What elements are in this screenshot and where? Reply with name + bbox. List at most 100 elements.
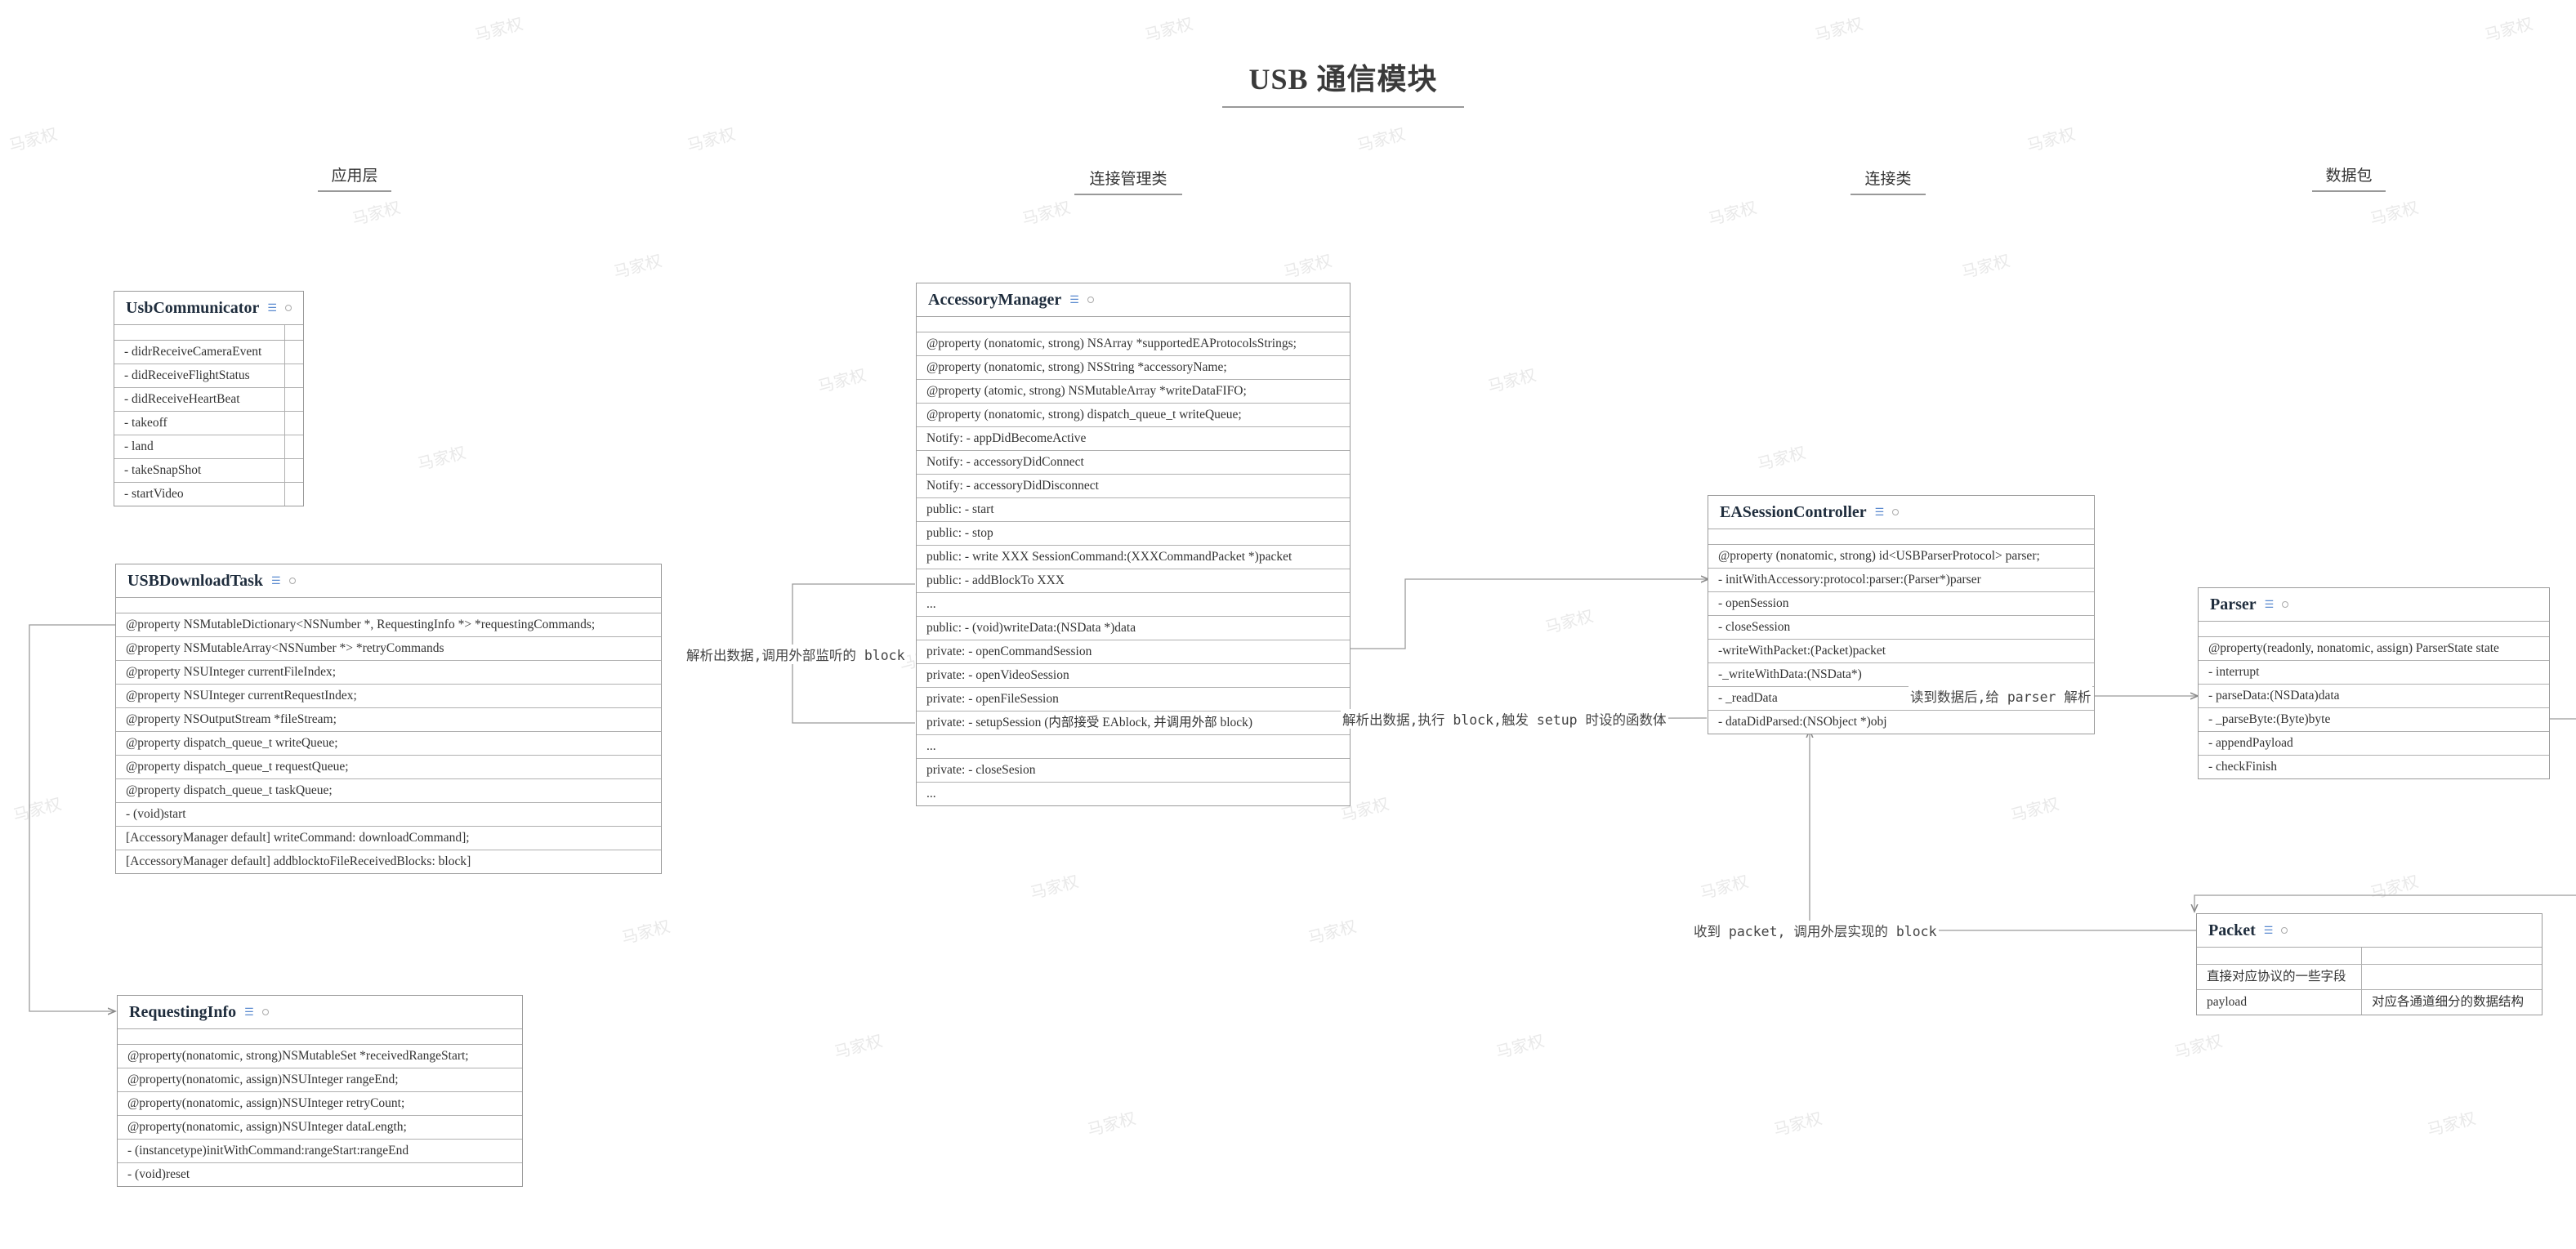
class-member: @property NSUInteger currentRequestIndex… (116, 685, 661, 708)
class-member: Notify: - appDidBecomeActive (917, 427, 1350, 451)
watermark: 马家权 (611, 250, 664, 283)
class-member: - (instancetype)initWithCommand:rangeSta… (118, 1140, 522, 1163)
list-icon: ☰ (1874, 506, 1885, 518)
class-attributes-section (1708, 529, 2094, 545)
class-name: Packet (2208, 921, 2256, 939)
class-header: RequestingInfo ☰ (118, 996, 522, 1029)
accessory-manager-class[interactable]: AccessoryManager ☰ @property (nonatomic,… (916, 283, 1351, 806)
class-member: - checkFinish (2208, 760, 2277, 774)
class-attributes-section (118, 1029, 522, 1045)
class-member: - (void)reset (127, 1167, 190, 1181)
title-underline (1222, 106, 1464, 108)
connector-label-parse-listen: 解析出数据,调用外部监听的 block (685, 645, 907, 664)
class-name: RequestingInfo (129, 1002, 237, 1021)
circle-icon (288, 578, 296, 584)
connector-label-recv-packet: 收到 packet, 调用外层实现的 block (1692, 921, 1939, 940)
packet-field-row: payload 对应各通道细分的数据结构 (2197, 990, 2542, 1015)
watermark: 马家权 (1281, 250, 1334, 283)
class-member: - startVideo (114, 483, 303, 506)
ea-session-controller-class[interactable]: EASessionController ☰ @property (nonatom… (1708, 495, 2095, 734)
watermark: 马家权 (2425, 1108, 2478, 1140)
class-member: private: - openFileSession (917, 688, 1350, 711)
class-member: - parseData:(NSData)data (2199, 685, 2549, 708)
watermark: 马家权 (2368, 871, 2421, 903)
field-desc: 对应各通道细分的数据结构 (2372, 995, 2525, 1009)
class-member: @property NSOutputStream *fileStream; (116, 708, 661, 732)
layer-heading-connection-manager: 连接管理类 (1074, 167, 1182, 195)
list-icon: ☰ (2263, 924, 2274, 936)
class-member: @property (atomic, strong) NSMutableArra… (917, 380, 1350, 404)
class-member: - _readData (1708, 687, 2094, 711)
class-member: - didrReceiveCameraEvent (114, 341, 303, 364)
watermark: 马家权 (815, 364, 868, 397)
class-member: @property dispatch_queue_t requestQueue; (116, 756, 661, 779)
class-attributes-section (116, 598, 661, 613)
usb-download-task-class[interactable]: USBDownloadTask ☰ @property NSMutableDic… (115, 564, 662, 874)
watermark: 马家权 (1959, 250, 2012, 283)
class-member: - interrupt (2199, 661, 2549, 685)
watermark: 马家权 (1812, 13, 1865, 46)
layer-heading-app: 应用层 (318, 163, 391, 192)
class-member: - dataDidParsed:(NSObject *)obj (1718, 715, 1887, 729)
class-name: AccessoryManager (928, 290, 1062, 309)
class-member: private: - openVideoSession (917, 664, 1350, 688)
watermark: 马家权 (1142, 13, 1195, 46)
watermark: 马家权 (1771, 1108, 1824, 1140)
class-attributes-section (2199, 622, 2549, 637)
page-title: USB 通信模块 (1248, 63, 1438, 96)
class-attributes-section (114, 325, 303, 341)
class-member: - initWithAccessory:protocol:parser:(Par… (1708, 569, 2094, 592)
class-name: USBDownloadTask (127, 571, 264, 590)
watermark: 马家权 (2368, 197, 2421, 230)
requesting-info-class[interactable]: RequestingInfo ☰ @property(nonatomic, st… (117, 995, 523, 1187)
watermark: 马家权 (619, 916, 672, 948)
watermark: 马家权 (2172, 1030, 2225, 1063)
class-member: @property dispatch_queue_t writeQueue; (116, 732, 661, 756)
class-member: - (void)start (116, 803, 661, 827)
class-member: @property(nonatomic, assign)NSUInteger r… (118, 1092, 522, 1116)
usb-communicator-class[interactable]: UsbCommunicator ☰ - didrReceiveCameraEve… (114, 291, 304, 506)
watermark: 马家权 (11, 793, 64, 826)
class-member: public: - write XXX SessionCommand:(XXXC… (917, 546, 1350, 569)
class-member: [AccessoryManager default] writeCommand:… (116, 827, 661, 850)
class-name: Parser (2210, 595, 2257, 613)
class-member: - takeSnapShot (114, 459, 303, 483)
parser-class[interactable]: Parser ☰ @property(readonly, nonatomic, … (2198, 587, 2550, 779)
class-member: - didReceiveFlightStatus (114, 364, 303, 388)
class-member: @property(nonatomic, strong)NSMutableSet… (118, 1045, 522, 1068)
watermark: 马家权 (1306, 916, 1359, 948)
class-header: AccessoryManager ☰ (917, 283, 1350, 317)
packet-class[interactable]: Packet ☰ 直接对应协议的一些字段 payload 对应各通道细分的数据结… (2196, 913, 2543, 1015)
watermark: 马家权 (1542, 605, 1596, 638)
watermark: 马家权 (7, 123, 60, 156)
watermark: 马家权 (1755, 442, 1808, 475)
circle-icon (285, 305, 292, 311)
class-member: public: - (void)writeData:(NSData *)data (917, 617, 1350, 640)
watermark: 马家权 (1020, 197, 1073, 230)
watermark: 马家权 (1493, 1030, 1547, 1063)
class-member: - openSession (1708, 592, 2094, 616)
class-member: @property (nonatomic, strong) NSArray *s… (917, 332, 1350, 356)
class-header: USBDownloadTask ☰ (116, 564, 661, 598)
watermark: 马家权 (685, 123, 738, 156)
class-member: Notify: - accessoryDidDisconnect (917, 475, 1350, 498)
watermark: 马家权 (415, 442, 468, 475)
field-name: payload (2197, 990, 2362, 1015)
field-name: 直接对应协议的一些字段 (2197, 965, 2362, 989)
class-attributes-section (917, 317, 1350, 332)
class-header: EASessionController ☰ (1708, 496, 2094, 529)
list-icon: ☰ (1069, 293, 1079, 306)
class-member: - land (114, 435, 303, 459)
class-member: public: - start (917, 498, 1350, 522)
class-member: @property NSMutableDictionary<NSNumber *… (116, 613, 661, 637)
class-member: -writeWithPacket:(Packet)packet (1708, 640, 2094, 663)
watermark: 马家权 (1698, 871, 1751, 903)
class-member: @property(nonatomic, assign)NSUInteger d… (118, 1116, 522, 1140)
field-desc (2362, 965, 2542, 989)
packet-callback-connector (1810, 730, 2196, 931)
class-member: private: - closeSesion (917, 759, 1350, 783)
class-member: @property NSMutableArray<NSNumber *> *re… (116, 637, 661, 661)
class-member: @property (nonatomic, strong) NSString *… (917, 356, 1350, 380)
class-member: @property(nonatomic, assign)NSUInteger r… (118, 1068, 522, 1092)
watermark: 马家权 (1085, 1108, 1138, 1140)
